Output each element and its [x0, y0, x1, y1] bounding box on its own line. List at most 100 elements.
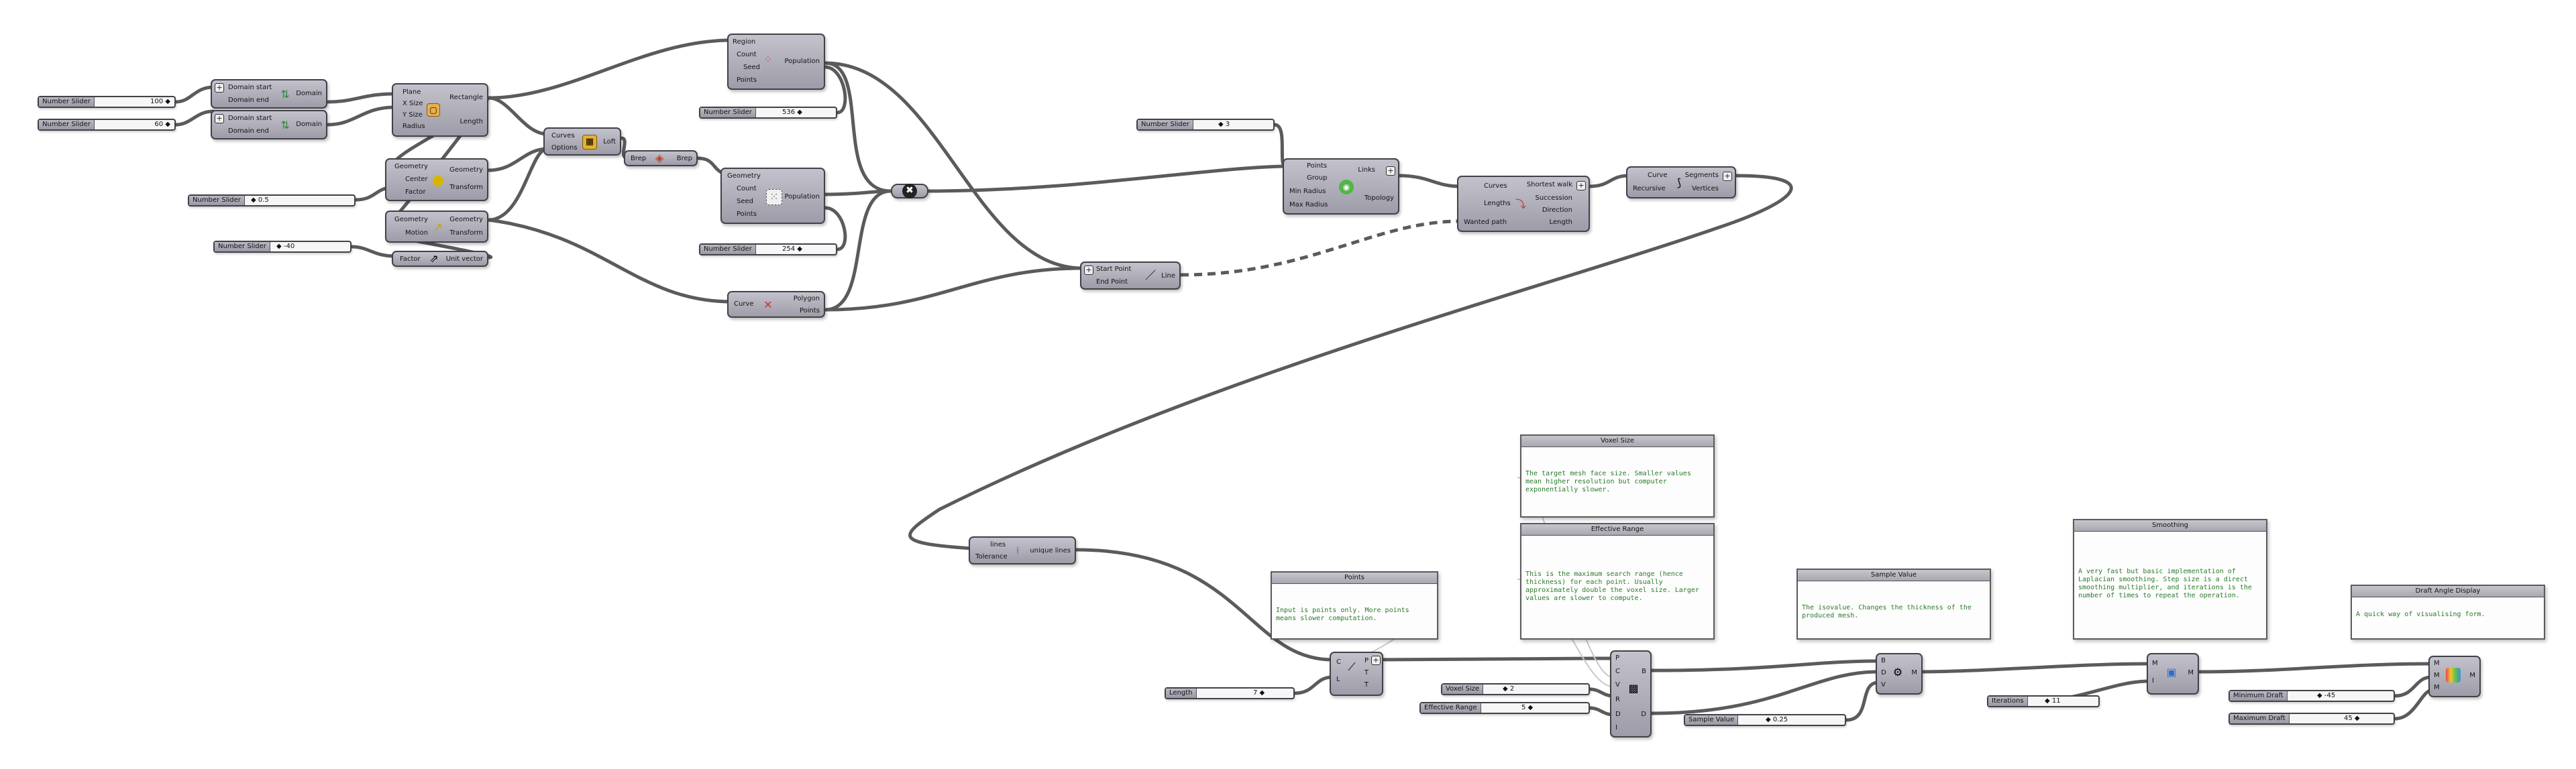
iterations-slider[interactable]: Iterations ◆ 11	[1987, 695, 2100, 707]
input-r[interactable]: R	[1615, 696, 1620, 703]
output-m[interactable]: M	[1911, 669, 1917, 676]
input-group[interactable]: Group	[1307, 174, 1328, 182]
input-wanted-path[interactable]: Wanted path	[1464, 219, 1507, 226]
shortest-walk-component[interactable]: Curves Lengths Wanted path ⤵ Shortest wa…	[1457, 176, 1590, 232]
input-c[interactable]: C	[1615, 668, 1620, 675]
mesh-surface-component[interactable]: B D V ⚙ M	[1876, 653, 1923, 695]
output-loft[interactable]: Loft	[603, 138, 616, 145]
output-t[interactable]: T	[1364, 669, 1368, 676]
input-b[interactable]: B	[1881, 657, 1886, 664]
output-geometry[interactable]: Geometry	[449, 166, 483, 174]
input-seed[interactable]: Seed	[737, 198, 753, 205]
input-v[interactable]: V	[1615, 681, 1620, 689]
input-geometry[interactable]: Geometry	[394, 216, 428, 223]
voxel-size-panel[interactable]: Voxel Size The target mesh face size. Sm…	[1520, 434, 1715, 518]
output-brep[interactable]: Brep	[676, 155, 692, 162]
effective-range-slider[interactable]: Effective Range 5 ◆	[1419, 702, 1590, 714]
input-points[interactable]: Points	[1307, 162, 1328, 170]
effective-range-panel[interactable]: Effective Range This is the maximum sear…	[1520, 523, 1715, 640]
construct-domain-component[interactable]: + Domain start Domain end ⇅ Domain	[211, 79, 327, 109]
output-geometry[interactable]: Geometry	[449, 216, 483, 223]
line-component[interactable]: + Start Point End Point ／ Line	[1080, 261, 1181, 290]
output-segments[interactable]: Segments	[1684, 172, 1719, 179]
unique-lines-component[interactable]: lines Tolerance ⟊ unique lines	[969, 536, 1076, 565]
input-domain-end[interactable]: Domain end	[228, 97, 269, 104]
output-d[interactable]: D	[1641, 711, 1646, 718]
input-seed[interactable]: Seed	[743, 64, 760, 71]
input-lengths[interactable]: Lengths	[1484, 200, 1511, 207]
populate-3d-component[interactable]: Geometry Count Seed Points ⁙ Population	[720, 168, 825, 224]
input-region[interactable]: Region	[733, 38, 756, 46]
number-slider-y-size[interactable]: Number Slider 60 ◆	[38, 119, 176, 131]
output-vertices[interactable]: Vertices	[1692, 185, 1719, 192]
output-domain[interactable]: Domain	[296, 121, 322, 128]
input-tolerance[interactable]: Tolerance	[975, 553, 1008, 560]
points-panel[interactable]: Points Input is points only. More points…	[1271, 571, 1438, 640]
output-succession[interactable]: Succession	[1535, 194, 1573, 202]
number-slider-group[interactable]: Number Slider ◆ 3	[1136, 119, 1275, 131]
input-x-size[interactable]: X Size	[402, 100, 423, 107]
output-population[interactable]: Population	[784, 58, 820, 65]
zoom-plus-icon[interactable]: +	[1386, 166, 1395, 176]
zoom-plus-icon[interactable]: +	[1371, 656, 1381, 665]
input-points[interactable]: Points	[737, 211, 757, 218]
output-direction[interactable]: Direction	[1542, 206, 1572, 214]
proximity-3d-component[interactable]: Points Group Min Radius Max Radius ◉ Lin…	[1283, 158, 1399, 215]
draft-angle-display-panel[interactable]: Draft Angle Display A quick way of visua…	[2351, 585, 2545, 640]
input-m[interactable]: M	[2434, 672, 2440, 679]
rectangle-component[interactable]: Plane X Size Y Size Radius ▢ Rectangle L…	[392, 83, 488, 137]
input-d[interactable]: D	[1615, 711, 1621, 718]
number-slider-count-2d[interactable]: Number Slider 536 ◆	[699, 107, 837, 119]
voxel-size-slider[interactable]: Voxel Size ◆ 2	[1441, 683, 1590, 695]
input-max-radius[interactable]: Max Radius	[1289, 201, 1328, 209]
construct-domain-component[interactable]: + Domain start Domain end ⇅ Domain	[211, 110, 327, 139]
zoom-plus-icon[interactable]: +	[1576, 181, 1586, 190]
output-b[interactable]: B	[1642, 668, 1646, 675]
input-curves[interactable]: Curves	[1484, 182, 1507, 190]
input-m[interactable]: M	[2434, 660, 2440, 667]
output-topology[interactable]: Topology	[1364, 194, 1394, 202]
input-geometry[interactable]: Geometry	[727, 172, 761, 180]
input-plane[interactable]: Plane	[402, 88, 421, 96]
output-m[interactable]: M	[2469, 672, 2475, 679]
number-slider-scale-factor[interactable]: Number Slider ◆ 0.5	[188, 194, 356, 206]
input-m[interactable]: M	[2434, 684, 2440, 691]
polygon-component[interactable]: Curve ✕ Polygon Points	[727, 291, 825, 318]
output-points[interactable]: Points	[799, 307, 820, 314]
input-curves[interactable]: Curves	[551, 132, 575, 139]
zoom-plus-icon[interactable]: +	[215, 83, 224, 93]
number-slider-z-factor[interactable]: Number Slider ◆ -40	[213, 241, 352, 253]
smoothing-panel[interactable]: Smoothing A very fast but basic implemen…	[2073, 519, 2267, 640]
brep-param-component[interactable]: Brep ◈ Brep	[624, 150, 698, 166]
input-factor[interactable]: Factor	[400, 255, 421, 263]
input-y-size[interactable]: Y Size	[402, 111, 423, 119]
unit-z-component[interactable]: Factor ⇗ Unit vector	[392, 251, 488, 267]
input-count[interactable]: Count	[737, 185, 757, 192]
merge-component[interactable]: ✖	[891, 184, 928, 198]
output-p[interactable]: P	[1364, 657, 1368, 664]
input-start-point[interactable]: Start Point	[1096, 265, 1132, 273]
smooth-mesh-component[interactable]: M I ▣ M	[2147, 653, 2199, 695]
output-rectangle[interactable]: Rectangle	[449, 94, 483, 101]
scale-component[interactable]: Geometry Center Factor ⬤ Geometry Transf…	[385, 158, 488, 201]
input-factor[interactable]: Factor	[405, 188, 426, 196]
input-recursive[interactable]: Recursive	[1633, 185, 1666, 192]
input-v[interactable]: V	[1881, 681, 1886, 689]
output-polygon[interactable]: Polygon	[793, 295, 820, 302]
output-length[interactable]: Length	[1549, 219, 1573, 226]
populate-2d-component[interactable]: Region Count Seed Points ⁘ Population	[727, 34, 825, 90]
input-lines[interactable]: lines	[990, 541, 1006, 548]
output-m[interactable]: M	[2188, 669, 2194, 676]
number-slider-count-3d[interactable]: Number Slider 254 ◆	[699, 243, 837, 255]
input-domain-start[interactable]: Domain start	[228, 115, 272, 122]
input-p[interactable]: P	[1615, 654, 1620, 662]
input-brep[interactable]: Brep	[631, 155, 647, 162]
input-i[interactable]: I	[1615, 724, 1617, 731]
input-d[interactable]: D	[1881, 669, 1886, 676]
input-domain-start[interactable]: Domain start	[228, 84, 272, 91]
input-radius[interactable]: Radius	[402, 123, 425, 130]
input-l[interactable]: L	[1336, 676, 1340, 683]
voxel-component[interactable]: P C V R D I ▩ B D	[1610, 650, 1652, 737]
move-component[interactable]: Geometry Motion ↗ Geometry Transform	[385, 211, 488, 243]
